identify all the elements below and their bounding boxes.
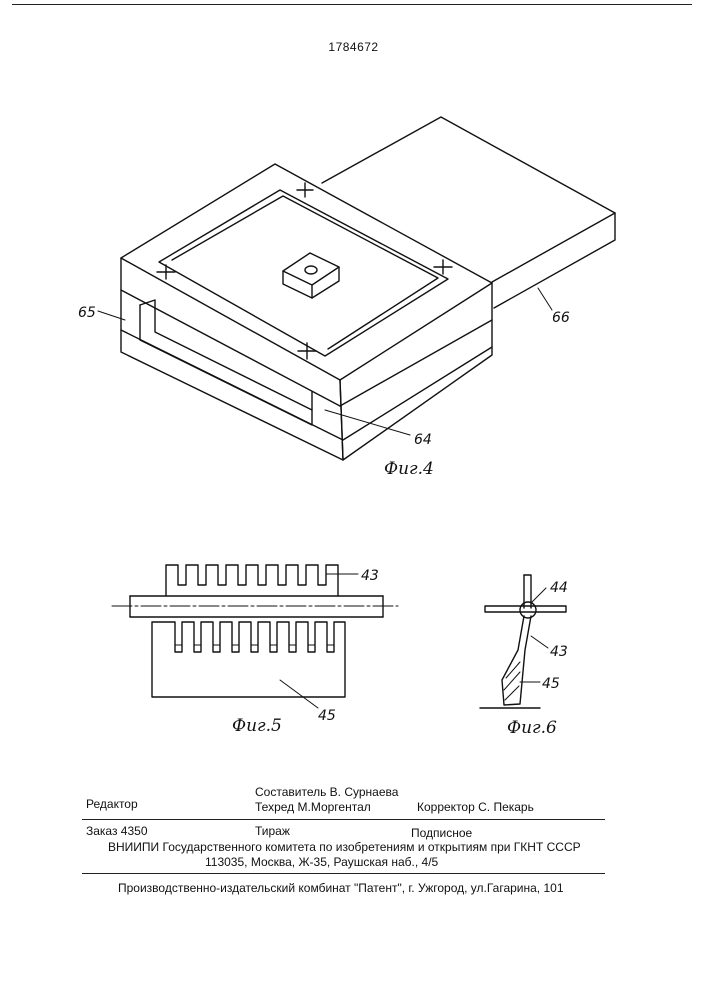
blade-43 <box>502 616 531 705</box>
label-44: 44 <box>550 580 568 596</box>
order-line: Заказ 4350 <box>86 824 148 838</box>
editor-label: Редактор <box>86 797 138 811</box>
center-block-hole <box>305 266 317 274</box>
hatch-45 <box>504 662 520 700</box>
label-64: 64 <box>414 432 432 448</box>
housing-left-face <box>121 258 343 460</box>
cross-mark <box>298 343 316 359</box>
horizontal-bar <box>485 606 566 612</box>
vniipi-line: ВНИИПИ Государственного комитета по изоб… <box>108 840 581 854</box>
housing-window <box>159 190 448 356</box>
figure-5 <box>112 565 398 708</box>
techred-line: Техред М.Моргентал <box>255 800 371 814</box>
center-block-edge <box>283 267 339 298</box>
plate-66-top <box>322 117 615 282</box>
upper-comb <box>166 565 338 596</box>
figure-4 <box>98 117 615 460</box>
fig4-caption: Фиг.4 <box>384 459 434 479</box>
label-43-fig6: 43 <box>550 644 568 660</box>
cross-mark <box>297 183 313 197</box>
leader-66 <box>538 288 552 310</box>
subscription-line: Подписное <box>411 826 472 840</box>
label-66: 66 <box>552 310 570 326</box>
leader-43b <box>531 636 548 648</box>
plate-66-front <box>494 213 615 308</box>
cross-mark <box>434 260 452 274</box>
leader-44 <box>532 588 546 602</box>
fig6-caption: Фиг.6 <box>507 718 557 738</box>
compiler-line: Составитель В. Сурнаева <box>255 785 398 799</box>
slot-opening <box>140 305 312 425</box>
label-43: 43 <box>361 568 379 584</box>
label-45-fig6: 45 <box>542 676 560 692</box>
window-inner-edge <box>172 196 438 349</box>
label-65: 65 <box>78 305 96 321</box>
corrector-line: Корректор С. Пекарь <box>417 800 534 814</box>
leader-45 <box>280 680 318 708</box>
imprint-rule-bottom <box>82 873 605 874</box>
pivot-44 <box>520 602 536 618</box>
address-line: 113035, Москва, Ж-35, Раушская наб., 4/5 <box>205 855 438 869</box>
lower-comb <box>152 622 345 697</box>
fig5-caption: Фиг.5 <box>232 716 282 736</box>
circulation-line: Тираж <box>255 824 290 838</box>
cross-mark <box>157 265 175 279</box>
publisher-line: Производственно-издательский комбинат "П… <box>118 881 564 895</box>
label-45: 45 <box>318 708 336 724</box>
imprint-rule-top <box>82 819 605 820</box>
